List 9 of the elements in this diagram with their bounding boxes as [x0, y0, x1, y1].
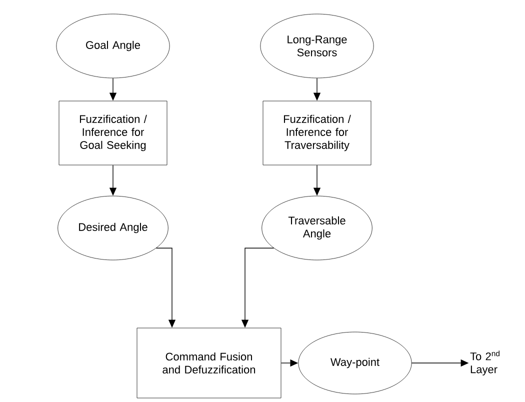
- output-label: To 2$^{nd}$ Layer: [470, 350, 500, 376]
- process-box: Command Fusion and Defuzzification: [136, 328, 282, 398]
- ellipse-node: Traversable Angle: [262, 196, 372, 260]
- process-box: Fuzzification / Inference for Goal Seeking: [58, 100, 168, 166]
- ellipse-node: Way-point: [298, 332, 412, 394]
- process-box: Fuzzification / Inference for Traversability: [262, 100, 372, 166]
- ellipse-node: Desired Angle: [58, 196, 168, 260]
- ellipse-node: Goal Angle: [56, 14, 170, 78]
- ellipse-node: Long-Range Sensors: [260, 14, 374, 78]
